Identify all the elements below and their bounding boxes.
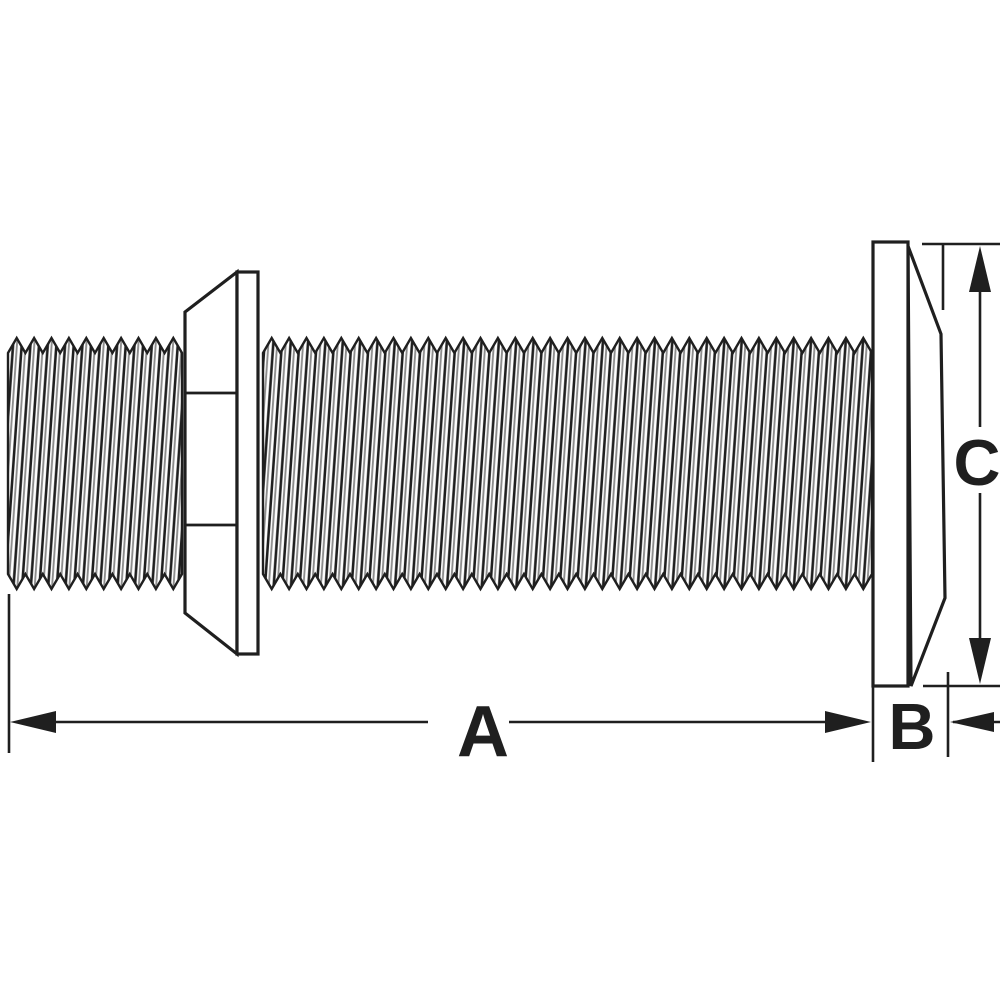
dim-a-label: A [457,692,509,772]
dimension-c: C [922,242,1000,688]
dim-b-arrow-icon [950,712,994,732]
dim-a-arrow-right-icon [825,711,871,733]
dim-a-arrow-left-icon [10,711,56,733]
thread-section-right [261,335,874,592]
locknut-body [183,268,239,658]
dimension-b: B [889,690,1000,763]
flange-head-taper [906,245,947,687]
dim-b-label: B [889,690,936,763]
dimension-a: A [7,594,875,772]
dim-c-label: C [954,426,1000,499]
dim-c-arrow-up-icon [969,246,991,292]
locknut [183,268,260,658]
flange-head [871,240,950,757]
threaded-shaft [6,335,874,592]
locknut-face-lines [185,391,237,527]
dim-c-arrow-down-icon [969,638,991,684]
flange-plate [871,240,910,688]
locknut-flange-plate [235,270,260,656]
thread-section-left [6,335,184,592]
